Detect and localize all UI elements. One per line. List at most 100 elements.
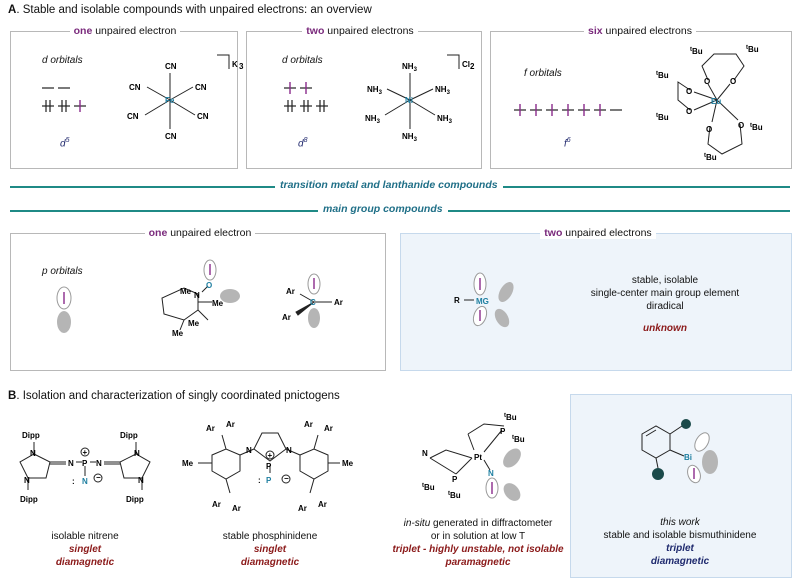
svg-text:Ar: Ar xyxy=(304,420,313,429)
svg-text:N: N xyxy=(134,449,140,458)
svg-text:CN: CN xyxy=(197,112,209,121)
svg-text:Ar: Ar xyxy=(282,313,291,322)
svg-text:N: N xyxy=(194,291,200,300)
svg-text:C: C xyxy=(310,298,316,307)
svg-text:Cl: Cl xyxy=(462,60,470,69)
divider-label-mg: main group compounds xyxy=(318,203,448,215)
nitrene-structure: + − Dipp Dipp Dipp Dipp N N N N N N P N … xyxy=(19,431,151,504)
panel-mg-two-unpaired xyxy=(400,233,792,371)
orbital-label-d2: d orbitals xyxy=(282,55,323,66)
svg-text:Ar: Ar xyxy=(298,504,307,513)
svg-text:N: N xyxy=(24,476,30,485)
svg-text:K: K xyxy=(232,60,238,69)
divider-label-tm: transition metal and lanthanide compound… xyxy=(275,179,503,191)
section-b-title: B. Isolation and characterization of sin… xyxy=(8,390,340,402)
d5-orbital-diagram xyxy=(42,87,86,112)
svg-text:O: O xyxy=(686,107,692,116)
svg-text:N: N xyxy=(488,469,494,478)
svg-text:NH3: NH3 xyxy=(435,85,451,96)
svg-text:tBu: tBu xyxy=(704,153,717,162)
svg-text:CN: CN xyxy=(195,83,207,92)
panel-mg-one-header: one unpaired electron xyxy=(130,227,270,239)
svg-text:Me: Me xyxy=(212,299,224,308)
orbital-label-d1: d orbitals xyxy=(42,55,83,66)
panel-one-header: one unpaired electron xyxy=(60,25,190,37)
phosphinidene-caption: stable phosphinidene singlet diamagnetic xyxy=(222,531,318,568)
svg-text:Eu: Eu xyxy=(711,97,721,106)
svg-text:Ar: Ar xyxy=(212,500,221,509)
orbital-label-p: p orbitals xyxy=(42,266,83,277)
panel-two-unpaired-d xyxy=(246,31,482,169)
panel-six-header: six unpaired electrons xyxy=(570,25,710,37)
triaryl-methyl-radical: C Ar Ar Ar xyxy=(282,273,343,328)
svg-text:O: O xyxy=(706,125,712,134)
svg-text:P: P xyxy=(266,476,272,485)
svg-text::: : xyxy=(72,477,75,486)
mg-two-description: stable, isolable single-center main grou… xyxy=(590,275,740,334)
svg-text:NH3: NH3 xyxy=(365,114,381,125)
svg-text:N: N xyxy=(246,446,252,455)
bismuthinidene-structure: Bi xyxy=(641,419,718,484)
tempo-radical-structure: O N Me Me Me Me xyxy=(161,259,240,338)
svg-text:NH3: NH3 xyxy=(367,85,383,96)
svg-text:+: + xyxy=(83,448,88,457)
svg-text:tBu: tBu xyxy=(512,435,525,444)
single-center-diradical-structure: R MG xyxy=(454,272,514,328)
eu-diketonate-complex: Eu O O O O O O tBu tBu tBu tBu tBu tBu xyxy=(656,45,763,162)
svg-text:tBu: tBu xyxy=(750,123,763,132)
fe-cyanide-complex: CN CN CN CN CN CN Fe K 3 xyxy=(127,54,244,141)
svg-text:O: O xyxy=(704,77,710,86)
svg-text:R: R xyxy=(454,296,460,305)
svg-text:P: P xyxy=(452,475,458,484)
svg-text:Me: Me xyxy=(172,329,184,338)
config-d5: d5 xyxy=(60,137,70,150)
svg-text:MG: MG xyxy=(476,297,489,306)
svg-text:N: N xyxy=(422,449,428,458)
svg-text:O: O xyxy=(738,121,744,130)
svg-text:tBu: tBu xyxy=(448,491,461,500)
p-orbital-one-electron xyxy=(56,286,72,333)
svg-text:O: O xyxy=(730,77,736,86)
ni-ammine-complex: NH3 NH3 NH3 NH3 NH3 NH3 Ni Cl 2 xyxy=(365,54,475,143)
panel-two-header: two unpaired electrons xyxy=(290,25,430,37)
svg-text:P: P xyxy=(266,462,272,471)
section-a-title: A. Stable and isolable compounds with un… xyxy=(8,4,372,16)
pt-nitrene-structure: Pt P P N N tBu tBu tBu tBu xyxy=(422,413,525,501)
svg-text:Ar: Ar xyxy=(232,504,241,513)
panel-mg-two-header: two unpaired electrons xyxy=(528,227,668,239)
orbital-label-f: f orbitals xyxy=(524,68,562,79)
svg-text:CN: CN xyxy=(127,112,139,121)
svg-text:Pt: Pt xyxy=(474,453,482,462)
config-d8: d8 xyxy=(298,137,308,150)
svg-text:Me: Me xyxy=(182,459,194,468)
svg-text:−: − xyxy=(284,474,289,483)
svg-text:CN: CN xyxy=(129,83,141,92)
svg-text:O: O xyxy=(206,281,212,290)
this-work-box xyxy=(570,394,792,578)
svg-text:P: P xyxy=(500,427,506,436)
phosphinidene-structure: + − Ar Ar Ar Ar Ar Ar Ar Ar Me Me N N P … xyxy=(182,420,354,513)
svg-text:NH3: NH3 xyxy=(402,62,418,73)
svg-text:Ar: Ar xyxy=(206,424,215,433)
svg-text:Me: Me xyxy=(180,287,192,296)
svg-text:Dipp: Dipp xyxy=(20,495,38,504)
svg-text:tBu: tBu xyxy=(504,413,517,422)
svg-text:N: N xyxy=(286,446,292,455)
svg-text:Ar: Ar xyxy=(226,420,235,429)
svg-text::: : xyxy=(258,476,261,485)
svg-text:Dipp: Dipp xyxy=(126,495,144,504)
svg-text:tBu: tBu xyxy=(656,113,669,122)
nitrene-caption: isolable nitrene singlet diamagnetic xyxy=(51,531,119,568)
svg-text:Ar: Ar xyxy=(318,500,327,509)
svg-text:tBu: tBu xyxy=(690,47,703,56)
svg-text:3: 3 xyxy=(239,62,244,71)
svg-text:Dipp: Dipp xyxy=(120,431,138,440)
svg-text:Fe: Fe xyxy=(165,96,175,105)
f6-orbital-diagram xyxy=(514,104,622,116)
svg-text:tBu: tBu xyxy=(422,483,435,492)
svg-text:N: N xyxy=(96,459,102,468)
svg-text:Me: Me xyxy=(188,319,200,328)
svg-text:tBu: tBu xyxy=(746,45,759,54)
svg-text:Me: Me xyxy=(342,459,354,468)
svg-text:P: P xyxy=(82,459,88,468)
